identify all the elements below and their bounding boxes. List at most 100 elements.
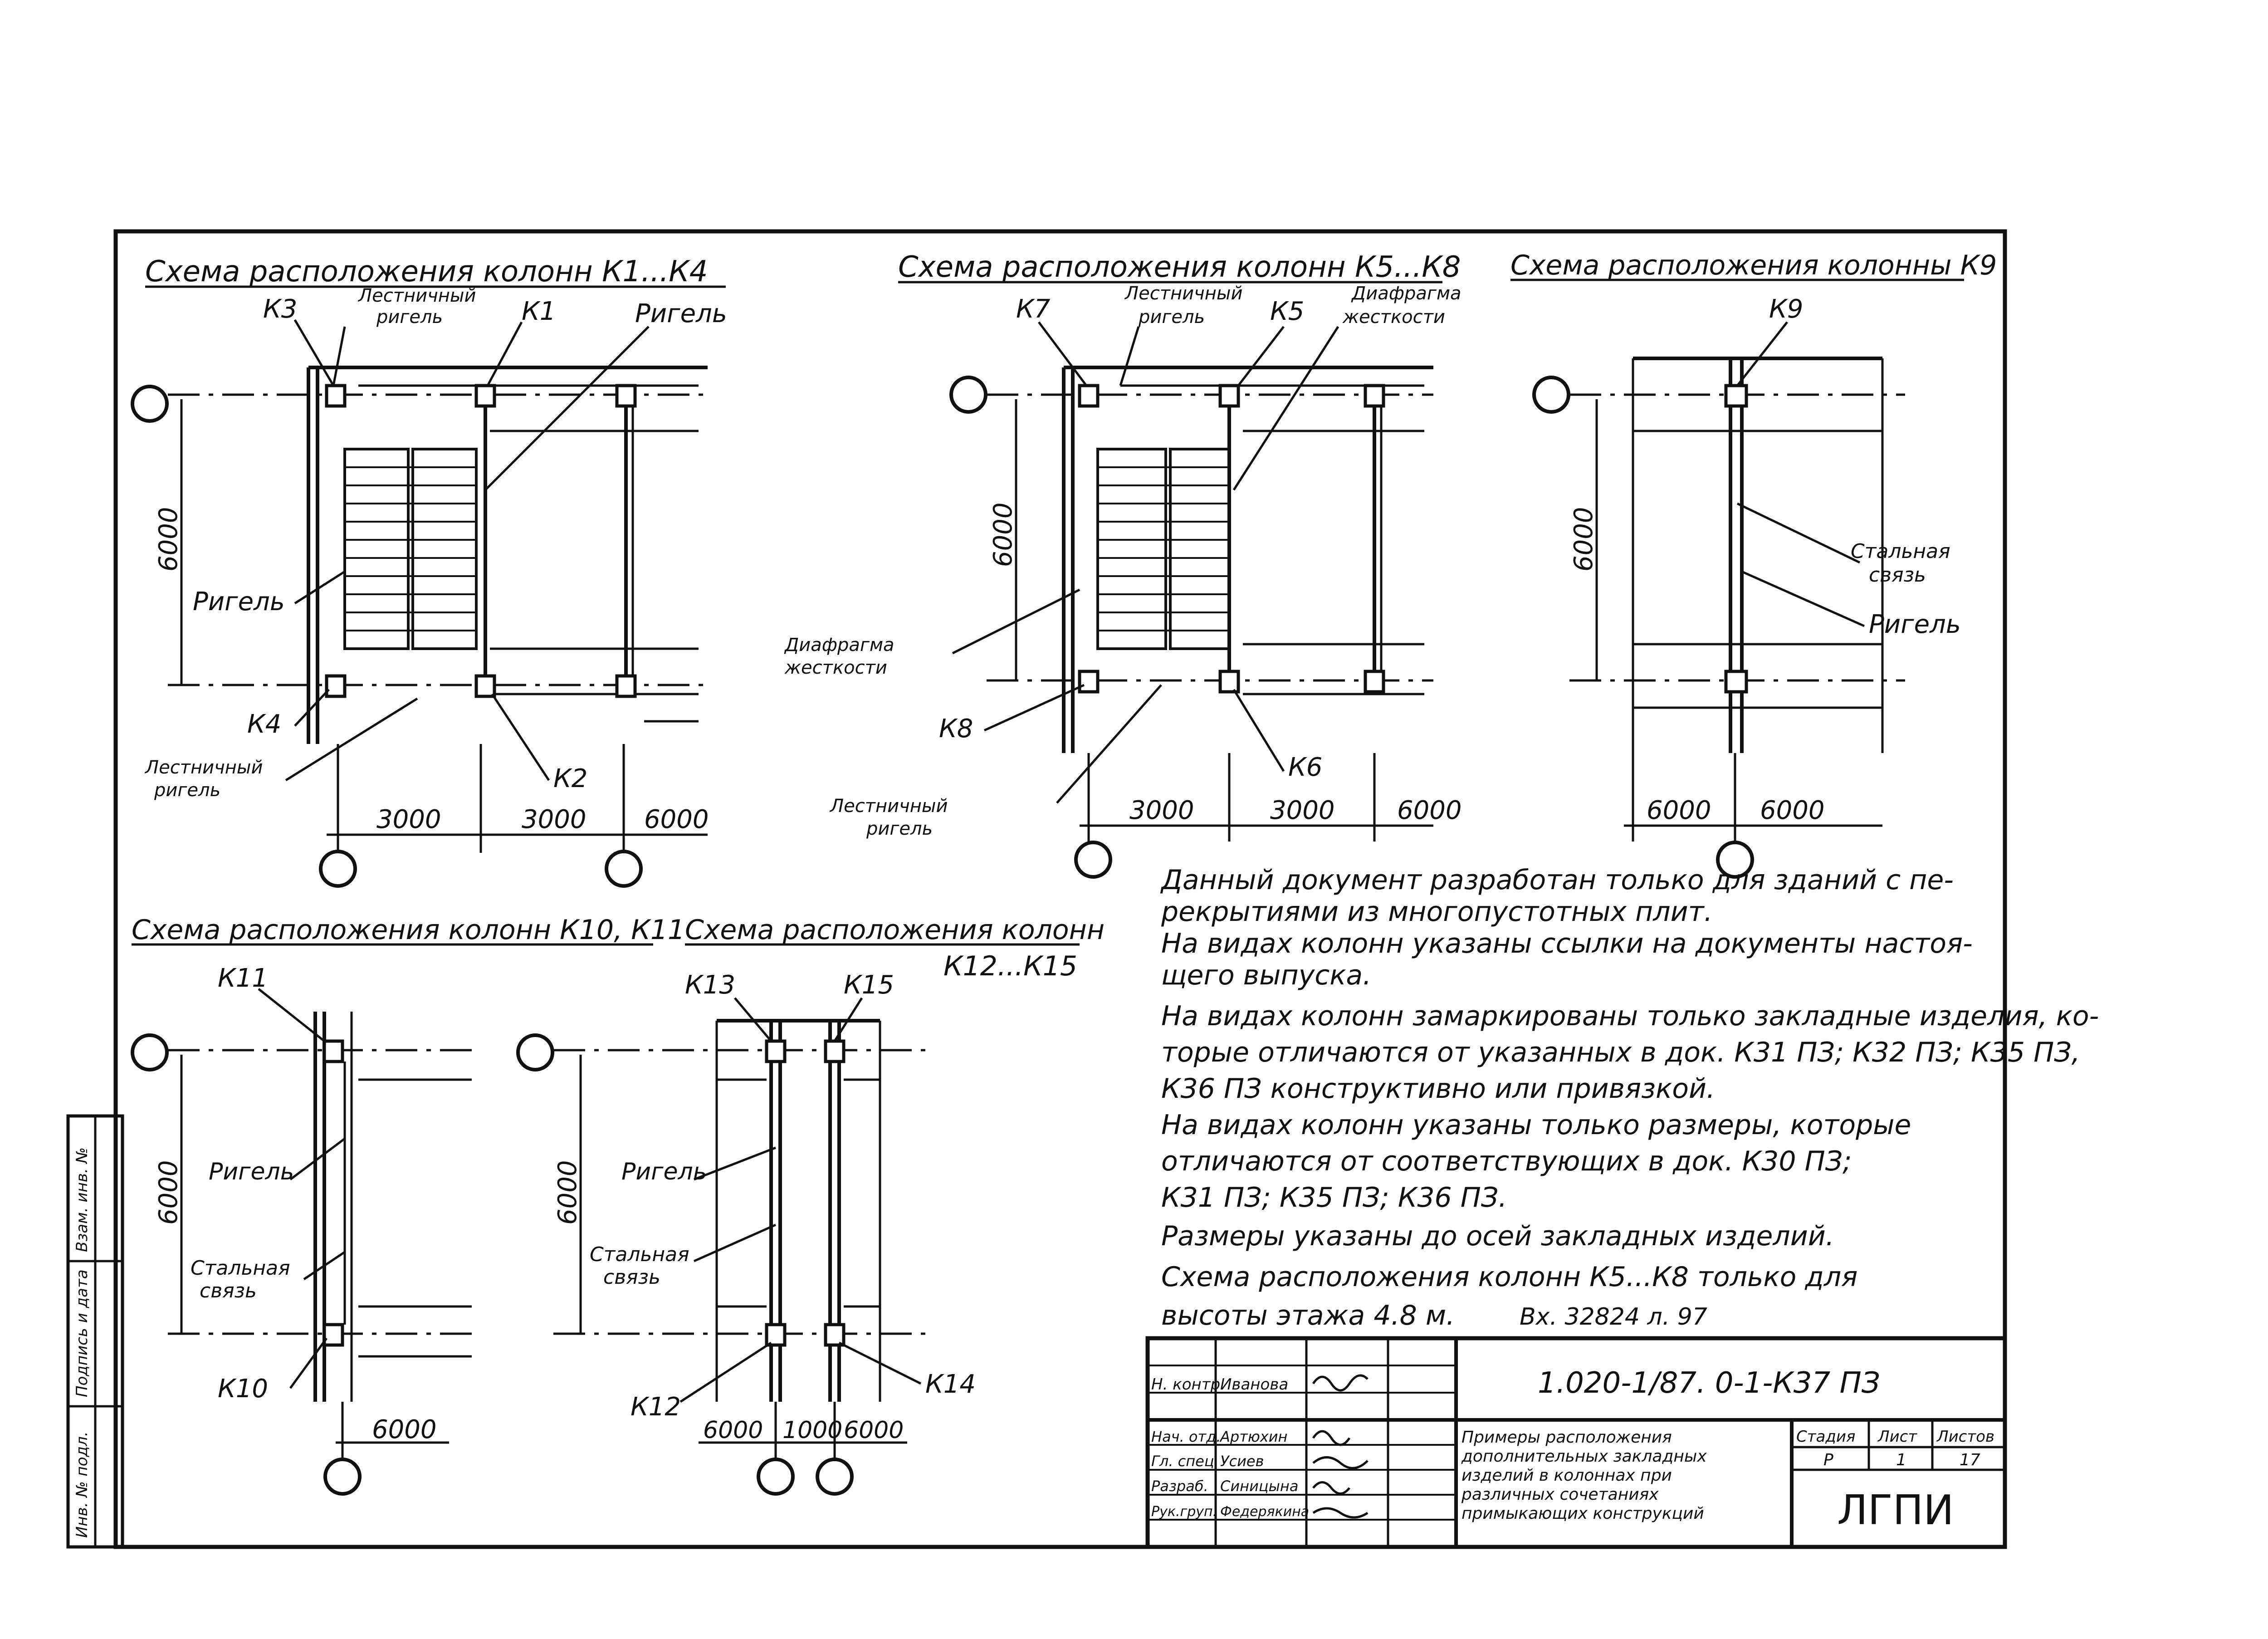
label-stair-beam: ригель bbox=[1138, 307, 1205, 328]
signature-mark bbox=[1312, 1374, 1369, 1392]
column-k10 bbox=[323, 1323, 344, 1347]
tb-title-line: различных сочетаниях bbox=[1461, 1485, 1659, 1504]
axis-marker bbox=[516, 1033, 554, 1071]
scheme-k9: Схема расположения колонны К9 6000 6000 … bbox=[1510, 250, 1997, 879]
dim-span: 3000 bbox=[1129, 796, 1194, 825]
tb-role: Н. контр. bbox=[1151, 1375, 1225, 1394]
tb-name: Усиев bbox=[1220, 1453, 1264, 1470]
label-diaphragm: Диафрагма bbox=[784, 635, 894, 656]
axis-marker bbox=[319, 850, 357, 888]
tb-organization: ЛГПИ bbox=[1837, 1487, 1954, 1534]
dim-span: 6000 bbox=[644, 805, 709, 834]
label-diaphragm: жесткости bbox=[1342, 307, 1445, 328]
tb-sheet-header: Лист bbox=[1877, 1428, 1917, 1446]
tb-title-line: изделий в колоннах при bbox=[1461, 1466, 1672, 1485]
label-beam: Ригель bbox=[209, 1158, 294, 1185]
scheme-k5-k8-title: Схема расположения колонн К5...К8 bbox=[898, 250, 1461, 284]
note-line: торые отличаются от указанных в док. К31… bbox=[1161, 1037, 2080, 1068]
label-k14: К14 bbox=[925, 1370, 976, 1399]
axis-marker bbox=[323, 1458, 362, 1496]
side-stamp-sign: Подпись и дата bbox=[73, 1269, 91, 1397]
label-steel-brace: связь bbox=[603, 1266, 660, 1289]
dim-height: 6000 bbox=[1569, 507, 1598, 572]
label-stair-beam: ригель bbox=[866, 818, 933, 839]
dim-span: 1000 bbox=[782, 1417, 842, 1444]
column bbox=[1364, 670, 1385, 694]
column-k7 bbox=[1078, 384, 1100, 408]
label-k8: К8 bbox=[939, 714, 973, 744]
scheme-k12-k15: Схема расположения колонн К12...К15 6000… bbox=[516, 914, 1105, 1496]
label-steel-brace: связь bbox=[200, 1279, 257, 1302]
dim-height: 6000 bbox=[154, 507, 183, 572]
column-k5 bbox=[1218, 384, 1240, 408]
label-beam: Ригель bbox=[1869, 610, 1961, 639]
signature-mark bbox=[1312, 1430, 1351, 1446]
side-stamp-inv: Инв. № подл. bbox=[73, 1431, 91, 1538]
note-line: отличаются от соответствующих в док. К30… bbox=[1161, 1145, 1852, 1177]
axis-marker bbox=[1074, 841, 1112, 879]
label-stair-beam: Лестничный bbox=[1124, 283, 1243, 304]
label-steel-brace: Стальная bbox=[1851, 540, 1950, 563]
signature-mark bbox=[1312, 1507, 1369, 1519]
axis-marker bbox=[131, 1033, 169, 1071]
sheet-border bbox=[113, 229, 2007, 1549]
dim-height: 6000 bbox=[553, 1160, 582, 1225]
note-line: рекрытиями из многопустотных плит. bbox=[1161, 896, 1713, 928]
label-diaphragm: жесткости bbox=[784, 657, 887, 678]
column-k14 bbox=[824, 1323, 846, 1347]
tb-sheet-value: 1 bbox=[1896, 1451, 1906, 1469]
scheme-k10-k11-title: Схема расположения колонн К10, К11 bbox=[132, 914, 685, 946]
title-block: Н. контр. Иванова Нач. отд. Артюхин Гл. … bbox=[1145, 1336, 2007, 1549]
label-k11: К11 bbox=[218, 964, 268, 993]
column-k11 bbox=[323, 1039, 344, 1063]
axis-marker bbox=[1532, 376, 1570, 414]
dim-span: 6000 bbox=[1397, 796, 1462, 825]
tb-role: Разраб. bbox=[1151, 1478, 1208, 1495]
axis-marker bbox=[1716, 841, 1754, 879]
label-k10: К10 bbox=[218, 1374, 268, 1404]
dim-height: 6000 bbox=[154, 1160, 183, 1225]
label-stair-beam: ригель bbox=[154, 780, 220, 801]
column-k12 bbox=[765, 1323, 787, 1347]
label-k7: К7 bbox=[1016, 294, 1051, 324]
note-line: Данный документ разработан только для зд… bbox=[1160, 864, 1954, 896]
tb-name: Синицына bbox=[1220, 1478, 1298, 1495]
axis-marker bbox=[605, 850, 643, 888]
label-steel-brace: связь bbox=[1869, 563, 1926, 587]
column-k8 bbox=[1078, 670, 1100, 694]
tb-role: Рук.груп. bbox=[1151, 1504, 1217, 1520]
label-beam: Ригель bbox=[635, 299, 727, 328]
label-stair-beam: Лестничный bbox=[357, 285, 476, 306]
column-k9 bbox=[1724, 384, 1748, 408]
tb-name: Федерякина bbox=[1220, 1504, 1309, 1520]
note-line: На видах колонн замаркированы только зак… bbox=[1161, 1000, 2099, 1032]
label-k3: К3 bbox=[263, 294, 297, 324]
note-line: К36 ПЗ конструктивно или привязкой. bbox=[1161, 1073, 1715, 1105]
dim-span: 3000 bbox=[376, 805, 441, 834]
label-stair-beam: Лестничный bbox=[829, 796, 948, 817]
side-stamp-replace: Взам. инв. № bbox=[73, 1147, 91, 1252]
dim-span: 6000 bbox=[844, 1417, 904, 1444]
column-k9 bbox=[1724, 670, 1748, 694]
note-line: Схема расположения колонн К5...К8 только… bbox=[1161, 1261, 1857, 1293]
scheme-k12-k15-title: К12...К15 bbox=[943, 950, 1077, 982]
dim-span: 6000 bbox=[1760, 796, 1825, 825]
note-line: На видах колонн указаны только размеры, … bbox=[1161, 1109, 1911, 1141]
column-k15 bbox=[824, 1039, 846, 1063]
scheme-k1-k4-title: Схема расположения колонн К1...К4 bbox=[145, 255, 708, 289]
label-diaphragm: Диафрагма bbox=[1351, 283, 1461, 304]
dim-span: 3000 bbox=[1270, 796, 1335, 825]
column-k2 bbox=[474, 674, 496, 698]
dim-span: 6000 bbox=[703, 1417, 763, 1444]
label-beam: Ригель bbox=[193, 587, 285, 616]
tb-stage-header: Стадия bbox=[1796, 1428, 1855, 1446]
dim-span: 6000 bbox=[1647, 796, 1711, 825]
axis-marker bbox=[949, 376, 987, 414]
note-line: На видах колонн указаны ссылки на докуме… bbox=[1161, 928, 1973, 959]
column-k1 bbox=[474, 384, 496, 408]
column-k6 bbox=[1218, 670, 1240, 694]
tb-role: Гл. спец. bbox=[1151, 1453, 1219, 1470]
label-k1: К1 bbox=[522, 297, 556, 326]
note-line: щего выпуска. bbox=[1161, 959, 1371, 991]
signature-mark bbox=[1312, 1481, 1350, 1495]
